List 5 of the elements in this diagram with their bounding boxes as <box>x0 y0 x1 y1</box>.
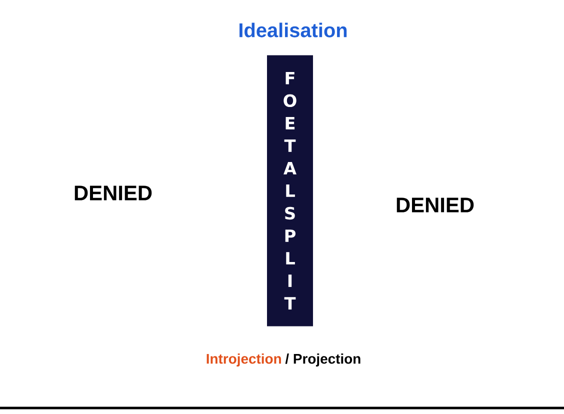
process-label: Introjection <box>206 354 281 366</box>
vertical-banner: FOETAL SPLIT <box>267 55 313 326</box>
side-label: DENIED <box>396 198 474 212</box>
process-label: / Projection <box>285 354 360 366</box>
side-label: DENIED <box>74 186 152 200</box>
